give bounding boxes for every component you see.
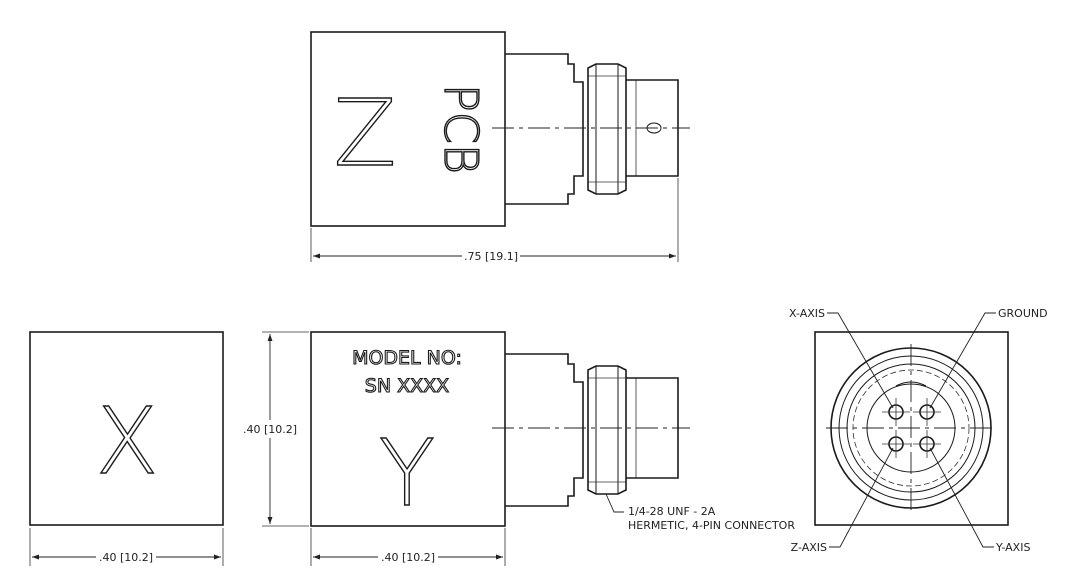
end-view: X-AXIS GROUND Z-AXIS Y-AXIS (789, 307, 1048, 554)
y-axis-leader (929, 447, 994, 548)
ground-leader (929, 312, 996, 409)
z-axis-leader (829, 447, 894, 548)
serial-number-label: SN XXXX (365, 375, 449, 397)
side-view-y: MODEL NO: SN XXXX Y 1/4-28 UNF - 2A HERM… (243, 331, 795, 566)
pin-y-axis (913, 430, 941, 458)
side-connector-base (505, 353, 584, 507)
pin-ground (913, 398, 941, 426)
x-axis-leader (827, 312, 894, 409)
pin-z-axis (882, 430, 910, 458)
side-view-x-axis-letter: X (95, 388, 158, 495)
side-y-height-dimension: .40 [10.2] (243, 423, 297, 436)
side-y-width-dimension: .40 [10.2] (381, 551, 435, 564)
model-number-label: MODEL NO: (352, 347, 462, 369)
side-view-y-axis-letter: Y (379, 420, 435, 527)
ground-label: GROUND (998, 307, 1048, 320)
end-view-body (814, 331, 1009, 526)
overall-length-dimension: .75 [19.1] (464, 250, 518, 263)
connector-type-note: HERMETIC, 4-PIN CONNECTOR (628, 519, 795, 532)
top-view: Z PCB .75 [19.1] (310, 31, 690, 263)
top-connector-base (505, 53, 584, 205)
x-axis-label: X-AXIS (789, 307, 825, 320)
connector-thread-note: 1/4-28 UNF - 2A (628, 505, 716, 518)
top-view-body (310, 31, 506, 227)
y-axis-label: Y-AXIS (995, 541, 1030, 554)
connector-leader (605, 493, 624, 513)
top-view-axis-letter: Z (333, 80, 396, 187)
side-view-x-body (29, 331, 224, 526)
side-view-y-body (310, 331, 506, 527)
side-x-width-dimension: .40 [10.2] (99, 551, 153, 564)
top-connector-hex-nut (587, 63, 627, 195)
pin-x-axis (882, 398, 910, 426)
z-axis-label: Z-AXIS (791, 541, 827, 554)
side-view-x: X .40 [10.2] (29, 331, 224, 566)
side-connector-hex-nut (587, 365, 627, 495)
pcb-brand-logo: PCB (434, 84, 488, 174)
